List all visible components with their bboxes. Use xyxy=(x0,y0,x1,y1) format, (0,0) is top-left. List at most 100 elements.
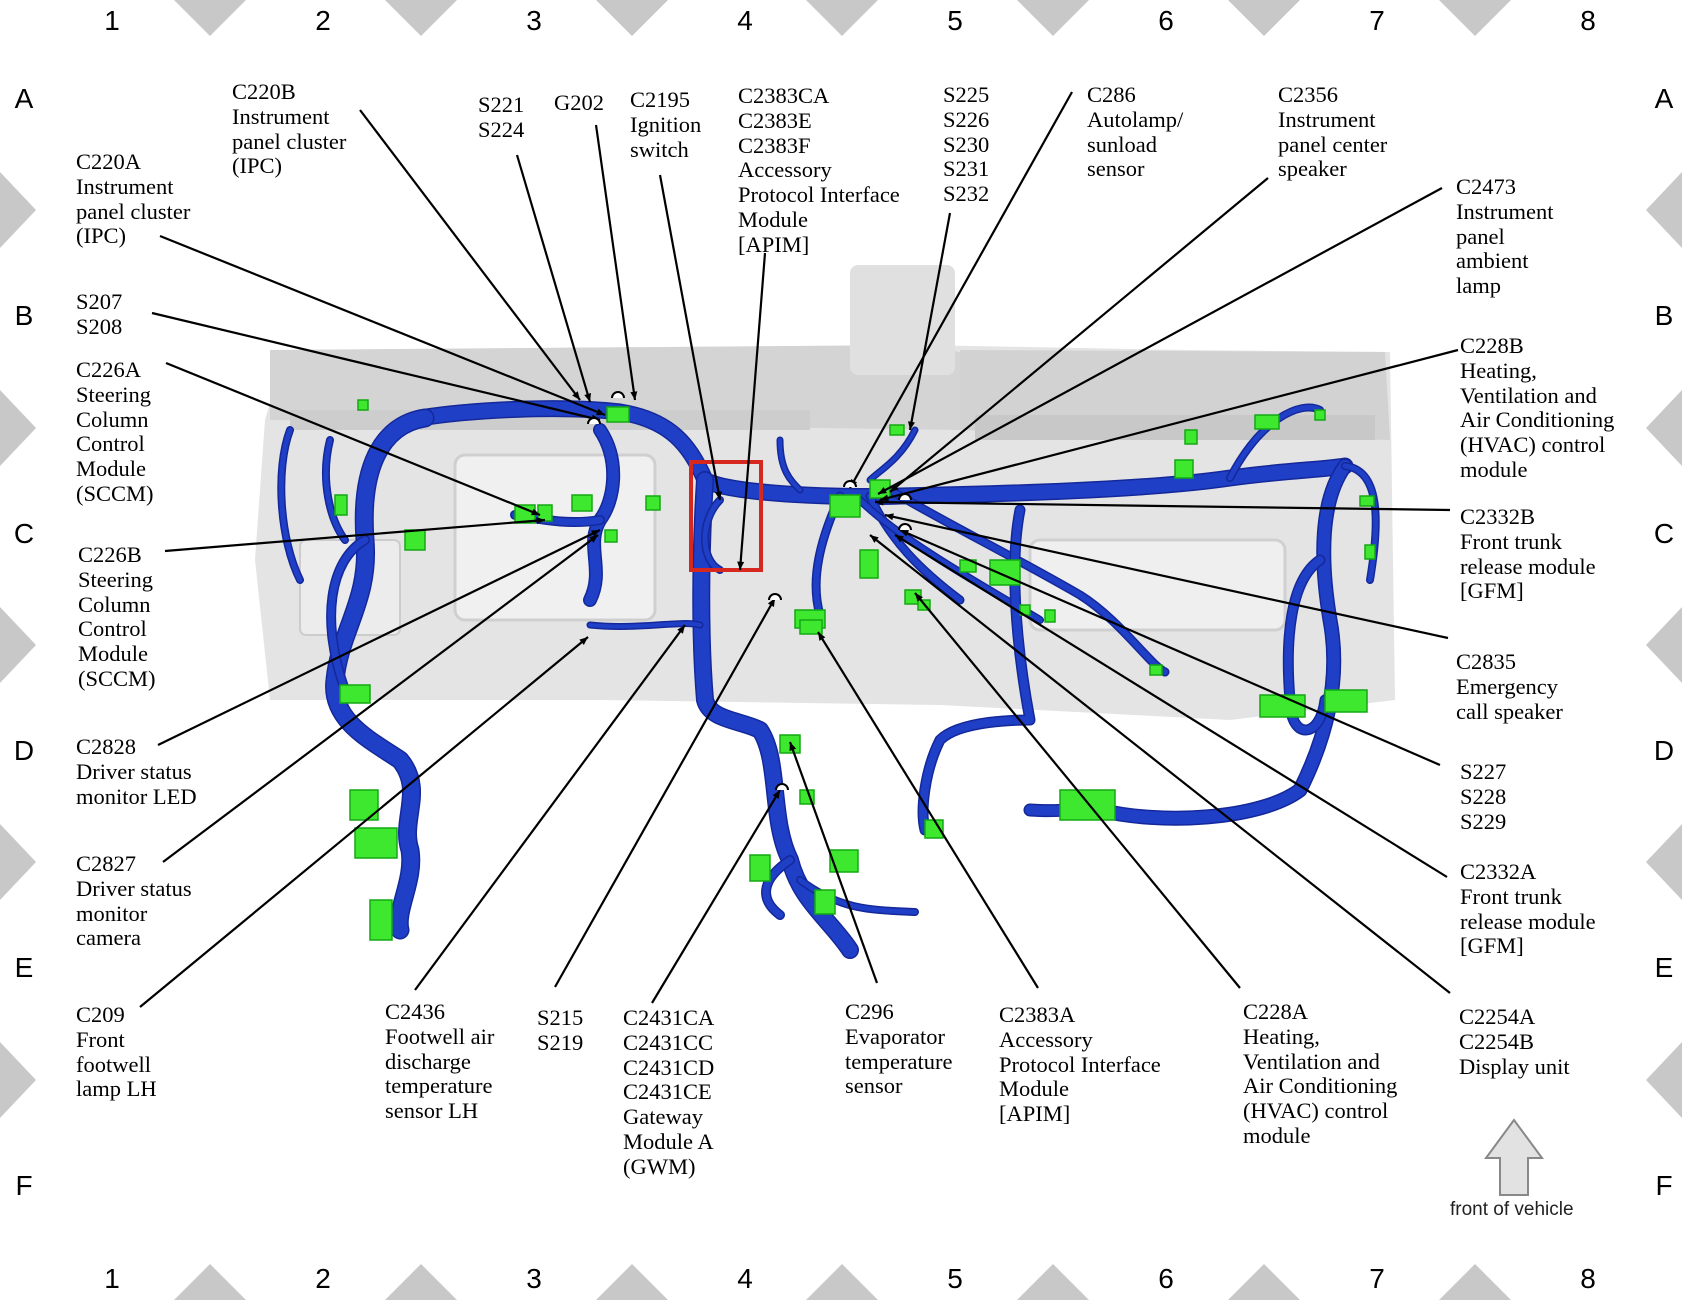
callout-line: Evaporator xyxy=(845,1023,945,1049)
connector-block xyxy=(889,424,905,436)
connector-block xyxy=(829,494,861,518)
callout-line: Module xyxy=(78,641,148,667)
splice-hop xyxy=(611,391,625,399)
glovebox-left xyxy=(453,453,657,622)
callout-line: Ignition xyxy=(630,111,702,137)
callout-line: S224 xyxy=(478,116,525,142)
leader-line xyxy=(151,311,601,422)
leader-arrowhead xyxy=(584,393,592,402)
callout-line: C226B xyxy=(78,542,142,567)
leader-line xyxy=(884,513,1449,640)
connector-block xyxy=(357,399,369,411)
callout-line: S221 xyxy=(478,92,525,117)
harness-left-sub xyxy=(327,536,369,694)
connector-block xyxy=(404,529,426,551)
callout-line: C2332A xyxy=(1460,859,1537,884)
callout-line: C2431CA xyxy=(623,1005,715,1030)
grid-row-label-right: B xyxy=(1655,300,1674,331)
callout-line: sensor LH xyxy=(385,1098,479,1124)
harness-thin xyxy=(868,428,917,482)
border-marker xyxy=(385,1264,457,1300)
connector-block xyxy=(1059,789,1116,821)
callout-line: Instrument xyxy=(1456,198,1554,224)
callout-line: Control xyxy=(76,431,145,457)
grid-column-label-top: 5 xyxy=(947,5,963,36)
callout-line: Module xyxy=(738,206,808,232)
leader-arrowhead xyxy=(737,561,745,570)
grid-row-label-left: D xyxy=(14,735,34,766)
grid-column-label-top: 1 xyxy=(104,5,120,36)
callout-line: Steering xyxy=(78,566,153,592)
callout-line: lamp xyxy=(1456,273,1501,299)
connector-block xyxy=(869,479,891,499)
leader-line xyxy=(359,109,581,401)
grid-row-label-right: C xyxy=(1654,518,1674,549)
leader-line xyxy=(889,177,1269,493)
callout-line: S225 xyxy=(943,82,990,107)
grid-row-label-left: C xyxy=(14,518,34,549)
leader-arrowhead xyxy=(591,530,600,537)
leader-arrowhead xyxy=(531,508,540,516)
callout-line: Module xyxy=(76,456,146,482)
callout-line: C296 xyxy=(845,999,894,1024)
connector-block xyxy=(859,549,879,579)
callout-line: C2827 xyxy=(76,851,137,876)
callout-line: S228 xyxy=(1460,783,1507,809)
callout-line: Steering xyxy=(76,381,151,407)
display-unit-body xyxy=(850,265,955,375)
callout-line: (IPC) xyxy=(232,153,282,179)
harness-center-drop xyxy=(693,472,858,958)
callout-line: C220B xyxy=(232,79,296,104)
leader-arrowhead xyxy=(572,391,580,400)
leader-line xyxy=(658,174,722,501)
connector-block xyxy=(645,495,661,511)
leader-arrowhead xyxy=(789,742,797,751)
harness-left-thin xyxy=(323,437,348,543)
leader-line xyxy=(164,518,546,553)
callout-line: Heating, xyxy=(1243,1023,1320,1049)
leader-line xyxy=(879,348,1459,502)
callout-line: sensor xyxy=(1087,156,1145,182)
border-marker xyxy=(1439,1264,1511,1300)
callout-line: C2356 xyxy=(1278,82,1339,107)
connector-block xyxy=(334,494,348,516)
border-marker xyxy=(806,0,878,36)
callout-line: sunload xyxy=(1087,131,1157,157)
grid-row-label-left: F xyxy=(15,1170,32,1201)
border-marker xyxy=(0,824,36,900)
leader-line xyxy=(139,636,589,1008)
leader-arrowhead xyxy=(875,498,884,506)
callout-line: switch xyxy=(630,136,689,162)
splice-hop xyxy=(768,593,782,601)
connector-block xyxy=(1364,544,1376,560)
harness-center-sub xyxy=(762,856,794,919)
border-marker xyxy=(1439,0,1511,36)
connector-block xyxy=(1149,664,1163,676)
callout-line: Instrument xyxy=(1278,106,1376,132)
grid-column-label-bottom: 6 xyxy=(1158,1263,1174,1294)
callout-line: Protocol Interface xyxy=(999,1051,1161,1077)
callout-line: module xyxy=(1243,1122,1311,1148)
border-marker xyxy=(596,0,668,36)
harness-right-drop xyxy=(1094,460,1351,825)
border-marker xyxy=(0,607,36,683)
front-of-vehicle-label: front of vehicle xyxy=(1450,1199,1574,1220)
callout-line: sensor xyxy=(845,1073,903,1099)
border-marker xyxy=(1646,1042,1682,1118)
splice-hop xyxy=(843,480,857,488)
leader-arrowhead xyxy=(630,391,638,400)
connector-block xyxy=(1254,414,1280,430)
callout-line: Driver status xyxy=(76,758,192,784)
border-marker xyxy=(174,0,246,36)
